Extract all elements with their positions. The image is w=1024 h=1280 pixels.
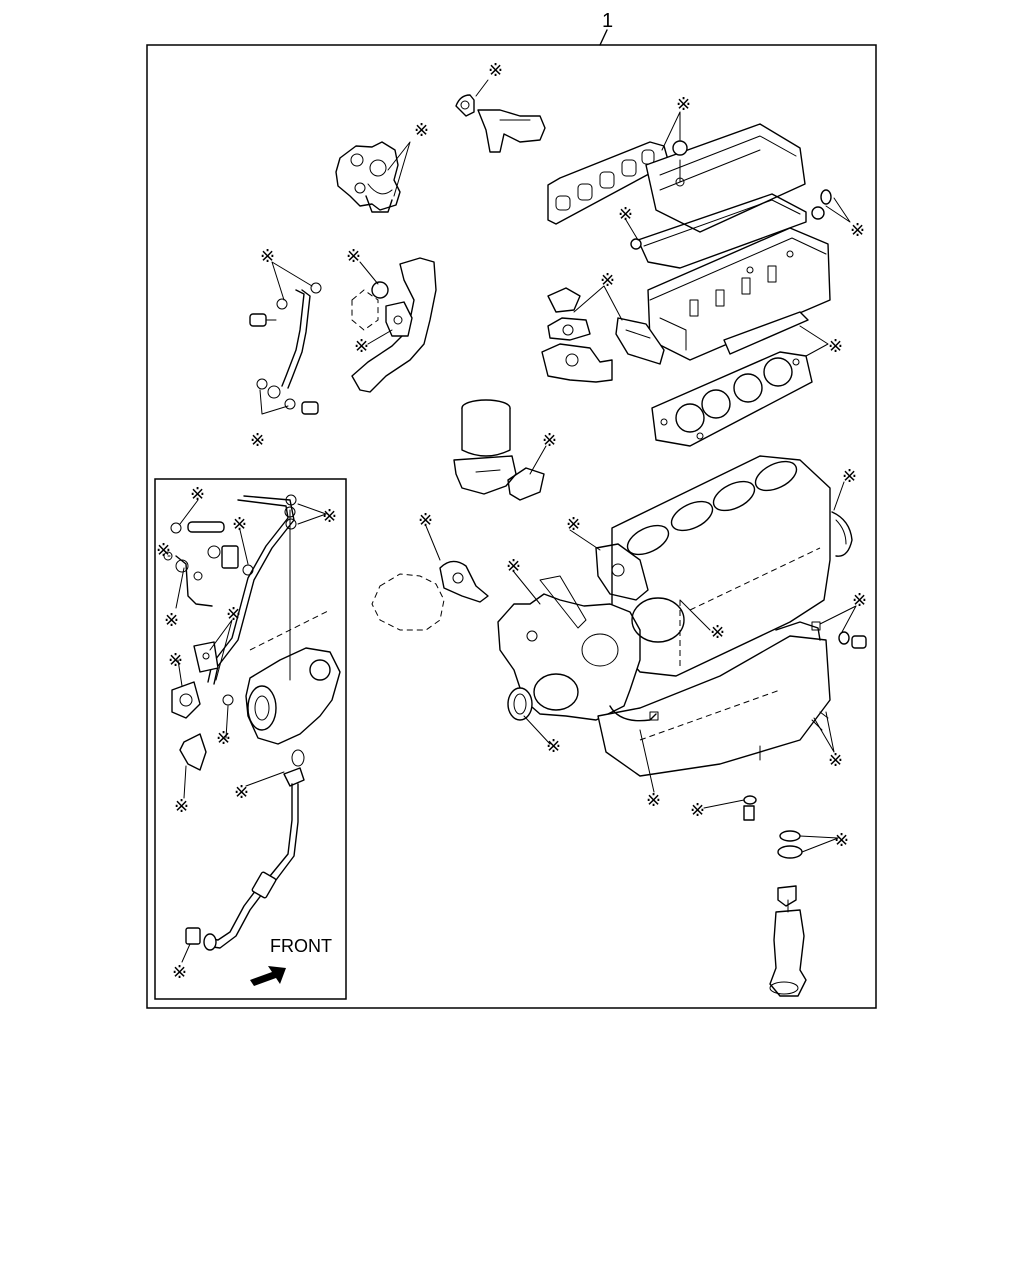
marker-turbo-banjo: ※ — [232, 514, 247, 535]
manifold-gasket — [547, 141, 669, 225]
marker-crank-seal: ※ — [546, 736, 561, 757]
marker-front-cover-gasket: ※ — [418, 510, 433, 531]
cover-nut-seal — [811, 206, 825, 220]
rear-oil-seal — [831, 511, 853, 557]
valve-cover — [645, 123, 806, 233]
marker-timing-gasket: ※ — [506, 556, 521, 577]
marker-thermostat: ※ — [488, 60, 503, 81]
drain-plug — [743, 805, 755, 821]
marker-strainer-oring: ※ — [834, 830, 849, 851]
marker-water-pump: ※ — [414, 120, 429, 141]
marker-exhaust-gasket: ※ — [828, 336, 843, 357]
marker-oil-pan-gasket: ※ — [646, 790, 661, 811]
marker-oil-pan-seal: ※ — [828, 750, 843, 771]
marker-water-pipe-oring: ※ — [346, 246, 361, 267]
item-number-label: 1 — [602, 10, 613, 32]
oil-filter — [453, 399, 545, 501]
leader-lines — [167, 79, 857, 963]
marker-oil-filter-gasket: ※ — [542, 430, 557, 451]
marker-drain-bolt: ※ — [852, 590, 867, 611]
item-number-leader — [599, 29, 608, 46]
outer-frame — [146, 44, 877, 1009]
thermostat-housing — [455, 94, 546, 153]
marker-valve-stem-seal: ※ — [618, 204, 633, 225]
cover-washer — [820, 189, 832, 205]
oil-strainer — [769, 830, 807, 997]
marker-oil-pipe-lower: ※ — [250, 430, 265, 451]
marker-turbo-washer-left: ※ — [156, 540, 171, 561]
marker-turbo-pipe-left: ※ — [164, 610, 179, 631]
marker-oil-pipe-upper: ※ — [260, 246, 275, 267]
marker-turbo-outlet-gasket: ※ — [174, 796, 189, 817]
marker-turbo-return-lower: ※ — [172, 962, 187, 983]
oil-pipe — [249, 282, 322, 415]
marker-water-pipe-gasket: ※ — [354, 336, 369, 357]
water-pump-assembly — [335, 141, 401, 213]
exhaust-port-gasket — [723, 311, 809, 355]
oil-filler-cap — [672, 140, 688, 156]
marker-intake-gaskets: ※ — [600, 270, 615, 291]
marker-rear-seal: ※ — [842, 466, 857, 487]
marker-turbo-flange: ※ — [168, 650, 183, 671]
marker-block-front: ※ — [710, 622, 725, 643]
cylinder-block — [595, 455, 831, 677]
head-gasket — [651, 351, 813, 447]
oil-pan — [597, 621, 831, 777]
reference-markers: ※ ※ ※ ※ ※ ※ ※ ※ ※ ※ ※ ※ ※ ※ ※ ※ ※ ※ ※ ※ … — [156, 60, 867, 983]
drain-washer — [838, 631, 850, 645]
marker-block-gasket: ※ — [566, 514, 581, 535]
front-cover-gasket — [371, 560, 489, 631]
valve-cover-gasket — [637, 193, 807, 269]
crank-seal — [507, 687, 533, 721]
drain-plug-washer — [743, 795, 757, 805]
marker-drain-plug: ※ — [690, 800, 705, 821]
water-pipe — [351, 257, 437, 393]
marker-cover-seal: ※ — [850, 220, 865, 241]
intake-gaskets — [541, 287, 665, 383]
marker-turbo-oil-pipe: ※ — [322, 506, 337, 527]
marker-turbo-gaskets: ※ — [226, 604, 241, 625]
marker-turbo-bolt: ※ — [190, 484, 205, 505]
front-label: FRONT — [270, 936, 332, 956]
valve-stem-seal — [630, 238, 642, 250]
marker-manifold-gasket: ※ — [676, 94, 691, 115]
marker-turbo-return-gasket: ※ — [234, 782, 249, 803]
front-arrow-icon — [250, 966, 286, 986]
turbo-inset — [163, 494, 341, 951]
turbo-inset-frame — [154, 478, 347, 1000]
marker-turbo-washer: ※ — [216, 728, 231, 749]
drain-bolt — [851, 635, 867, 649]
